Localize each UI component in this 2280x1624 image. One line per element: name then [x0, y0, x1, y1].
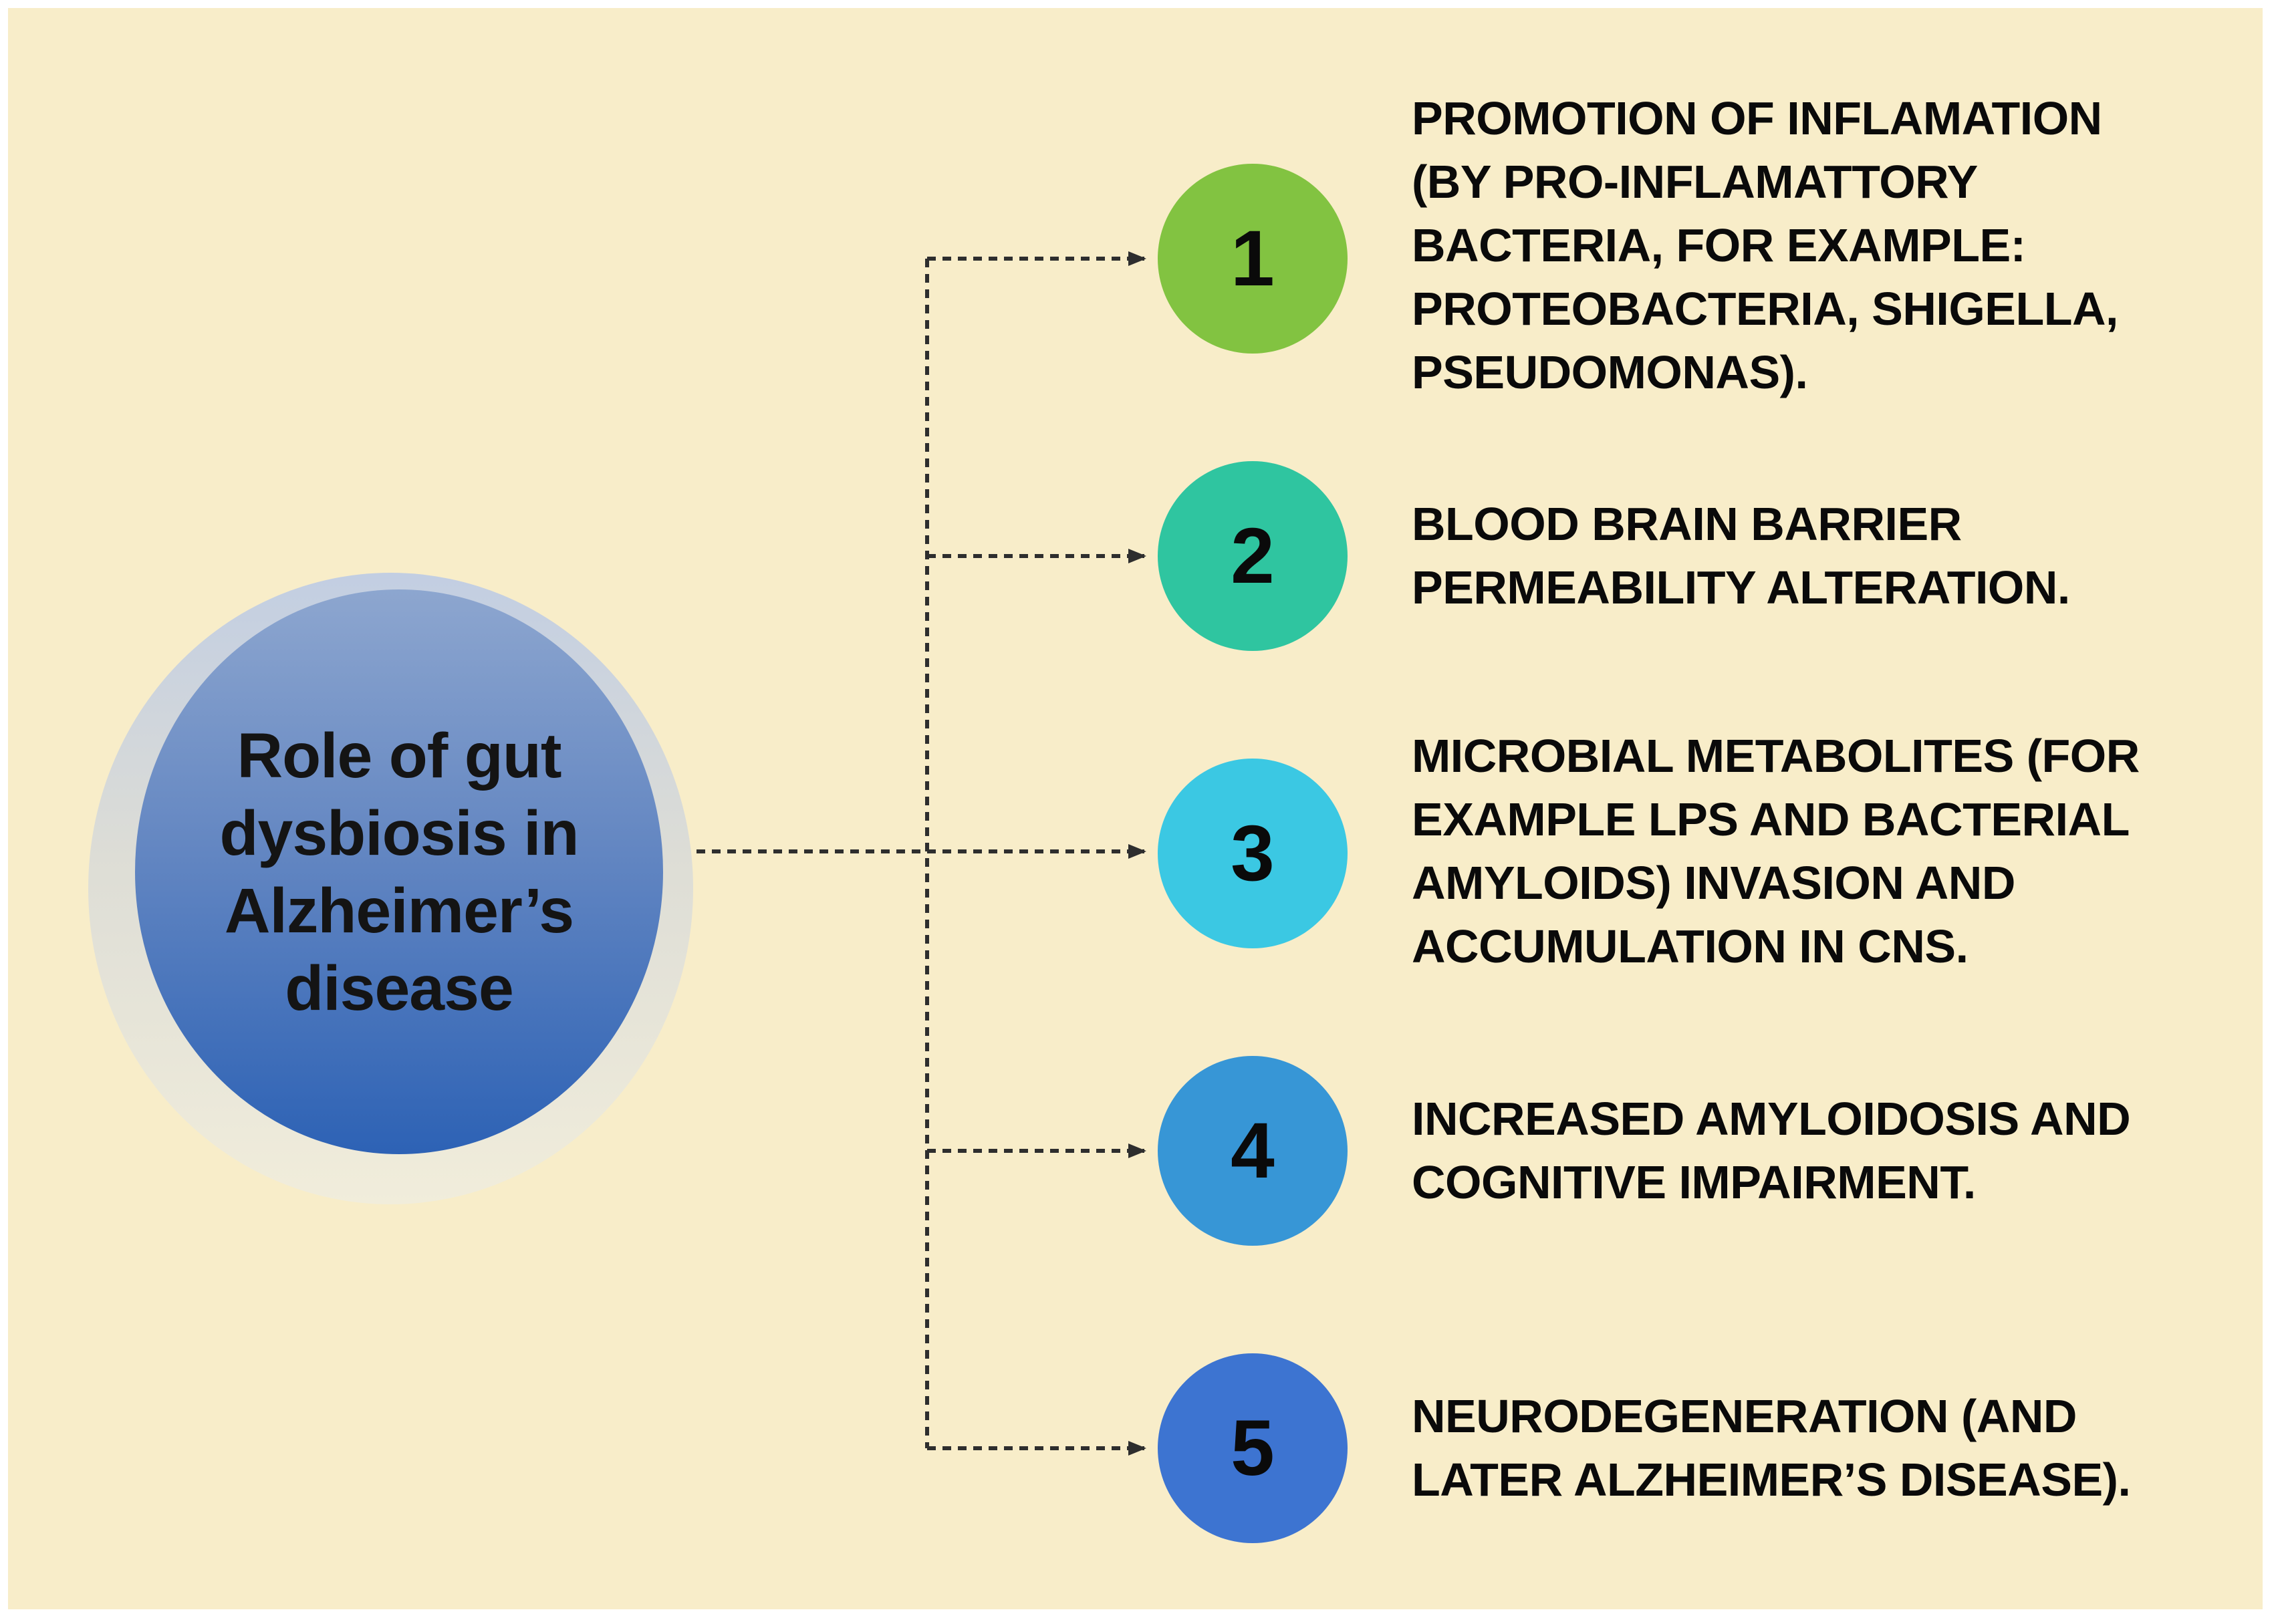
main-title-line: disease	[285, 952, 514, 1024]
step-number-3: 3	[1231, 809, 1275, 898]
step-circle-2: 2	[1158, 461, 1348, 651]
step-circle-3: 3	[1158, 759, 1348, 948]
step-description-2: BLOOD BRAIN BARRIER PERMEABILITY ALTERATI…	[1412, 396, 2280, 716]
text-line: PROMOTION OF INFLAMATION	[1412, 92, 2102, 144]
text-line: PSEUDOMONAS).	[1412, 346, 1808, 398]
text-line: PROTEOBACTERIA, SHIGELLA,	[1412, 282, 2118, 335]
text-line: PERMEABILITY ALTERATION.	[1412, 561, 2070, 614]
background-panel: Role of gut dysbiosis in Alzheimer’s dis…	[8, 8, 2263, 1609]
step-number-4: 4	[1231, 1107, 1275, 1195]
main-title-line: dysbiosis in	[219, 797, 579, 869]
text-line: BLOOD BRAIN BARRIER	[1412, 498, 1962, 550]
text-line: AMYLOIDS) INVASION AND	[1412, 857, 2015, 909]
text-line: BACTERIA, FOR EXAMPLE:	[1412, 219, 2026, 271]
text-line: MICROBIAL METABOLITES (FOR	[1412, 730, 2140, 782]
step-description-5: NEURODEGENERATION (AND LATER ALZHEIMER’S …	[1412, 1288, 2280, 1609]
step-description-3: MICROBIAL METABOLITES (FOR EXAMPLE LPS AN…	[1412, 691, 2280, 1012]
step-circle-5: 5	[1158, 1353, 1348, 1543]
connector-lines	[696, 251, 1146, 1456]
text-line: INCREASED AMYLOIDOSIS AND	[1412, 1093, 2131, 1145]
step-circle-4: 4	[1158, 1056, 1348, 1246]
text-line: NEURODEGENERATION (AND	[1412, 1390, 2077, 1442]
step-description-1: PROMOTION OF INFLAMATION (BY PRO-INFLAMAT…	[1412, 85, 2280, 406]
step-number-5: 5	[1231, 1404, 1275, 1492]
step-circle-1: 1	[1158, 164, 1348, 354]
main-topic-circle: Role of gut dysbiosis in Alzheimer’s dis…	[135, 589, 663, 1154]
text-line: EXAMPLE LPS AND BACTERIAL	[1412, 793, 2130, 845]
step-description-4: INCREASED AMYLOIDOSIS AND COGNITIVE IMPAI…	[1412, 990, 2280, 1311]
main-title-line: Role of gut	[237, 720, 561, 791]
text-line: (BY PRO-INFLAMATTORY	[1412, 155, 1978, 208]
text-line: LATER ALZHEIMER’S DISEASE).	[1412, 1454, 2131, 1506]
step-number-1: 1	[1231, 215, 1275, 303]
main-topic-title: Role of gut dysbiosis in Alzheimer’s dis…	[219, 717, 579, 1027]
text-line: ACCUMULATION IN CNS.	[1412, 920, 1969, 972]
step-number-2: 2	[1231, 512, 1275, 600]
main-title-line: Alzheimer’s	[224, 875, 574, 946]
text-line: COGNITIVE IMPAIRMENT.	[1412, 1156, 1976, 1208]
